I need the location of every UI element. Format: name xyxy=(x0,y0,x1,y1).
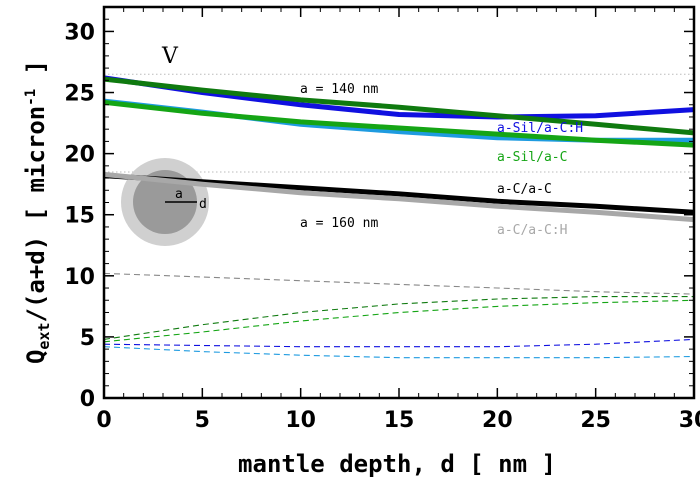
y-axis-title-subscript: ext xyxy=(35,322,53,349)
y-tick-label: 30 xyxy=(64,20,95,45)
series-line-dashed-7 xyxy=(103,296,694,340)
annotation-a140: a = 140 nm xyxy=(300,82,378,97)
y-tick-label: 0 xyxy=(80,387,95,412)
x-tick-label: 15 xyxy=(384,408,415,433)
series-line-dashed-6 xyxy=(103,272,695,295)
series-group xyxy=(103,75,695,359)
panel-label: V xyxy=(161,44,179,69)
annotation-a160: a = 160 nm xyxy=(300,216,378,231)
grain-inset: a d xyxy=(121,158,209,246)
inset-label-d: d xyxy=(199,197,207,212)
y-tick-label: 25 xyxy=(64,82,95,107)
x-tick-label: 5 xyxy=(195,408,210,433)
series-line-dashed-8 xyxy=(103,299,695,343)
y-axis-title-rest: /(a+d) [ micron xyxy=(22,106,50,323)
y-tick-label: 15 xyxy=(64,204,95,229)
y-tick-label: 10 xyxy=(64,265,95,290)
series-line-a-sil-a-c xyxy=(103,99,695,148)
y-axis-title-superscript: -1 xyxy=(23,89,39,106)
series-labels: a-Sil/a-C:H a-Sil/a-C a-C/a-C a-C/a-C:H xyxy=(497,121,583,238)
series-label-a-sil-a-c-h: a-Sil/a-C:H xyxy=(497,121,583,136)
inset-label-a: a xyxy=(175,187,183,202)
series-line-a-c-a-c-h xyxy=(103,171,695,223)
series-line-solid-1 xyxy=(103,76,695,136)
y-tick-label: 20 xyxy=(64,143,95,168)
y-axis-title-close: ] xyxy=(22,60,50,89)
series-label-a-c-a-c: a-C/a-C xyxy=(497,182,552,197)
y-axis-title-q: Q xyxy=(22,350,50,364)
x-axis-title: mantle depth, d [ nm ] xyxy=(238,450,556,478)
x-tick-label: 20 xyxy=(482,408,513,433)
x-tick-label: 0 xyxy=(96,408,111,433)
x-tick-label: 10 xyxy=(285,408,316,433)
series-label-a-c-a-c-h: a-C/a-C:H xyxy=(497,223,567,238)
axes: 0 5 10 15 20 25 30 0 5 10 15 20 25 30 xyxy=(64,5,700,433)
series-line-dashed-9 xyxy=(103,338,695,348)
y-tick-label: 5 xyxy=(80,326,95,351)
series-line-dashed-10 xyxy=(103,346,695,359)
annotations: a = 140 nm a = 160 nm V xyxy=(161,44,378,231)
x-tick-label: 30 xyxy=(679,408,700,433)
y-axis-title: Qext/(a+d) [ micron-1 ] xyxy=(22,60,53,364)
series-label-a-sil-a-c: a-Sil/a-C xyxy=(497,150,567,165)
x-tick-label: 25 xyxy=(580,408,611,433)
